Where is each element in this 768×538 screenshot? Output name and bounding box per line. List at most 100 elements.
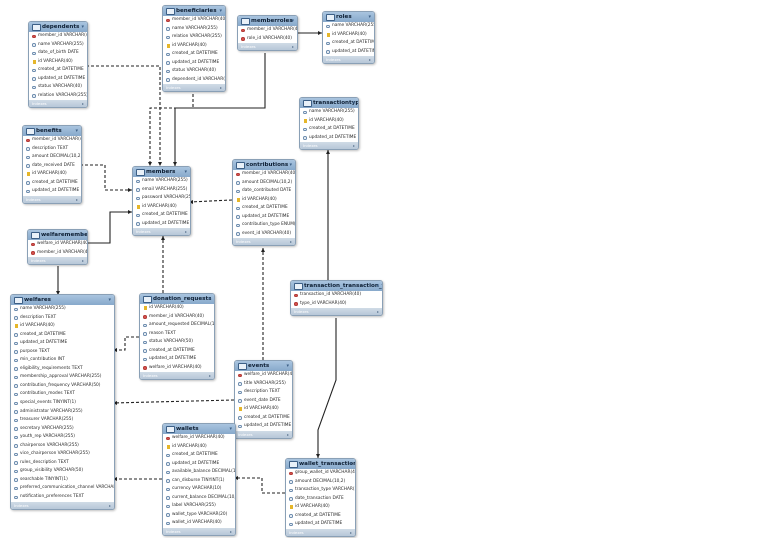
column-row[interactable]: id VARCHAR(40) xyxy=(29,58,87,67)
table-memberroles[interactable]: memberroles▾member_id VARCHAR(40)role_id… xyxy=(237,15,298,52)
table-header[interactable]: transaction_transaction_types▾ xyxy=(291,281,382,291)
table-header[interactable]: benefits▾ xyxy=(23,126,81,136)
indexes-footer[interactable]: Indexes▸ xyxy=(29,100,87,108)
indexes-footer[interactable]: Indexes▸ xyxy=(163,84,225,92)
column-row[interactable]: updated_at DATETIME xyxy=(11,339,114,348)
column-row[interactable]: updated_at DATETIME xyxy=(235,422,292,431)
column-row[interactable]: amount DECIMAL(10,2) xyxy=(23,153,81,162)
column-row[interactable]: id VARCHAR(40) xyxy=(300,117,358,126)
table-events[interactable]: events▾welfare_id VARCHAR(40)title VARCH… xyxy=(234,360,293,439)
chevron-down-icon[interactable]: ▾ xyxy=(368,14,371,20)
indexes-footer[interactable]: Indexes▸ xyxy=(163,528,235,536)
table-header[interactable]: welfaremembers▾ xyxy=(28,230,87,240)
column-row[interactable]: name VARCHAR(255) xyxy=(11,305,114,314)
indexes-footer[interactable]: Indexes▸ xyxy=(238,43,297,51)
column-row[interactable]: date_of_birth DATE xyxy=(29,49,87,58)
expand-arrow-icon[interactable]: ▸ xyxy=(219,85,222,91)
column-row[interactable]: id VARCHAR(40) xyxy=(133,203,190,212)
column-row[interactable]: name VARCHAR(255) xyxy=(163,25,225,34)
column-row[interactable]: id VARCHAR(40) xyxy=(23,170,81,179)
column-row[interactable]: transaction_id VARCHAR(40) xyxy=(291,291,382,300)
column-row[interactable]: member_id VARCHAR(40) xyxy=(28,249,87,258)
column-row[interactable]: membership_approval VARCHAR(255) xyxy=(11,373,114,382)
column-row[interactable]: id VARCHAR(40) xyxy=(163,42,225,51)
table-welfaremembers[interactable]: welfaremembers▾welfare_id VARCHAR(40)mem… xyxy=(27,229,88,266)
column-row[interactable]: reason TEXT xyxy=(140,330,214,339)
table-contributions[interactable]: contributions▾member_id VARCHAR(40)amoun… xyxy=(232,159,296,247)
indexes-footer[interactable]: Indexes▸ xyxy=(291,308,382,316)
chevron-down-icon[interactable]: ▾ xyxy=(108,297,111,303)
column-row[interactable]: welfare_id VARCHAR(40) xyxy=(163,434,235,443)
chevron-down-icon[interactable]: ▾ xyxy=(352,100,355,106)
column-row[interactable]: event_id VARCHAR(40) xyxy=(233,230,295,239)
expand-arrow-icon[interactable]: ▸ xyxy=(352,143,355,149)
column-row[interactable]: name VARCHAR(255) xyxy=(300,108,358,117)
indexes-footer[interactable]: Indexes▸ xyxy=(233,238,295,246)
column-row[interactable]: amount_requested DECIMAL(10,2) xyxy=(140,321,214,330)
table-donation-requests[interactable]: donation_requests▾id VARCHAR(40)member_i… xyxy=(139,293,215,381)
table-benefits[interactable]: benefits▾member_id VARCHAR(40)descriptio… xyxy=(22,125,82,204)
column-row[interactable]: updated_at DATETIME xyxy=(233,213,295,222)
expand-arrow-icon[interactable]: ▸ xyxy=(349,529,352,535)
column-row[interactable]: id VARCHAR(40) xyxy=(286,503,355,512)
table-header[interactable]: wallet_transactions▾ xyxy=(286,459,355,469)
table-header[interactable]: beneficiaries▾ xyxy=(163,6,225,16)
column-row[interactable]: member_id VARCHAR(40) xyxy=(163,16,225,25)
column-row[interactable]: date_received DATE xyxy=(23,162,81,171)
column-row[interactable]: secretary VARCHAR(255) xyxy=(11,425,114,434)
column-row[interactable]: type_id VARCHAR(40) xyxy=(291,300,382,309)
table-dependents[interactable]: dependents▾member_id VARCHAR(40)name VAR… xyxy=(28,21,88,109)
indexes-footer[interactable]: Indexes▸ xyxy=(300,142,358,150)
expand-arrow-icon[interactable]: ▸ xyxy=(286,431,289,437)
expand-arrow-icon[interactable]: ▸ xyxy=(81,258,84,264)
table-header[interactable]: members▾ xyxy=(133,167,190,177)
column-row[interactable]: contribution_type ENUM(...) xyxy=(233,221,295,230)
expand-arrow-icon[interactable]: ▸ xyxy=(229,529,232,535)
column-row[interactable]: welfare_id VARCHAR(40) xyxy=(28,240,87,249)
indexes-footer[interactable]: Indexes▸ xyxy=(235,430,292,438)
column-row[interactable]: name VARCHAR(255) xyxy=(323,22,374,31)
column-row[interactable]: created_at DATETIME xyxy=(133,211,190,220)
column-row[interactable]: updated_at DATETIME xyxy=(286,520,355,529)
column-row[interactable]: description TEXT xyxy=(11,314,114,323)
column-row[interactable]: member_id VARCHAR(40) xyxy=(233,170,295,179)
chevron-down-icon[interactable]: ▾ xyxy=(184,169,187,175)
column-row[interactable]: contribution_frequency VARCHAR(50) xyxy=(11,382,114,391)
column-row[interactable]: min_contribution INT xyxy=(11,356,114,365)
expand-arrow-icon[interactable]: ▸ xyxy=(184,229,187,235)
expand-arrow-icon[interactable]: ▸ xyxy=(81,101,84,107)
column-row[interactable]: created_at DATETIME xyxy=(300,125,358,134)
chevron-down-icon[interactable]: ▾ xyxy=(75,128,78,134)
column-row[interactable]: can_disburse TINYINT(1) xyxy=(163,477,235,486)
column-row[interactable]: welfare_id VARCHAR(40) xyxy=(140,364,214,373)
column-row[interactable]: description TEXT xyxy=(235,388,292,397)
indexes-footer[interactable]: Indexes▸ xyxy=(286,528,355,536)
table-transactiontypes[interactable]: transactiontypes▾name VARCHAR(255)id VAR… xyxy=(299,97,359,151)
table-welfares[interactable]: welfares▾name VARCHAR(255)description TE… xyxy=(10,294,115,510)
column-row[interactable]: contribution_modes TEXT xyxy=(11,390,114,399)
column-row[interactable]: created_at DATETIME xyxy=(163,50,225,59)
column-row[interactable]: created_at DATETIME xyxy=(23,179,81,188)
expand-arrow-icon[interactable]: ▸ xyxy=(376,309,379,315)
column-row[interactable]: available_balance DECIMAL(10,2) xyxy=(163,468,235,477)
column-row[interactable]: transaction_type VARCHAR(255) xyxy=(286,486,355,495)
chevron-down-icon[interactable]: ▾ xyxy=(81,232,84,238)
column-row[interactable]: password VARCHAR(255) xyxy=(133,194,190,203)
table-beneficiaries[interactable]: beneficiaries▾member_id VARCHAR(40)name … xyxy=(162,5,226,93)
column-row[interactable]: role_id VARCHAR(40) xyxy=(238,35,297,44)
table-header[interactable]: events▾ xyxy=(235,361,292,371)
column-row[interactable]: date_transaction DATE xyxy=(286,495,355,504)
table-header[interactable]: contributions▾ xyxy=(233,160,295,170)
column-row[interactable]: id VARCHAR(40) xyxy=(140,304,214,313)
column-row[interactable]: relation VARCHAR(255) xyxy=(163,33,225,42)
expand-arrow-icon[interactable]: ▸ xyxy=(289,239,292,245)
table-header[interactable]: wallets▾ xyxy=(163,424,235,434)
column-row[interactable]: member_id VARCHAR(40) xyxy=(23,136,81,145)
chevron-down-icon[interactable]: ▾ xyxy=(81,24,84,30)
column-row[interactable]: created_at DATETIME xyxy=(286,512,355,521)
chevron-down-icon[interactable]: ▾ xyxy=(219,8,222,14)
column-row[interactable]: amount DECIMAL(10,2) xyxy=(233,179,295,188)
column-row[interactable]: status VARCHAR(40) xyxy=(29,83,87,92)
column-row[interactable]: id VARCHAR(40) xyxy=(233,196,295,205)
column-row[interactable]: updated_at DATETIME xyxy=(163,59,225,68)
